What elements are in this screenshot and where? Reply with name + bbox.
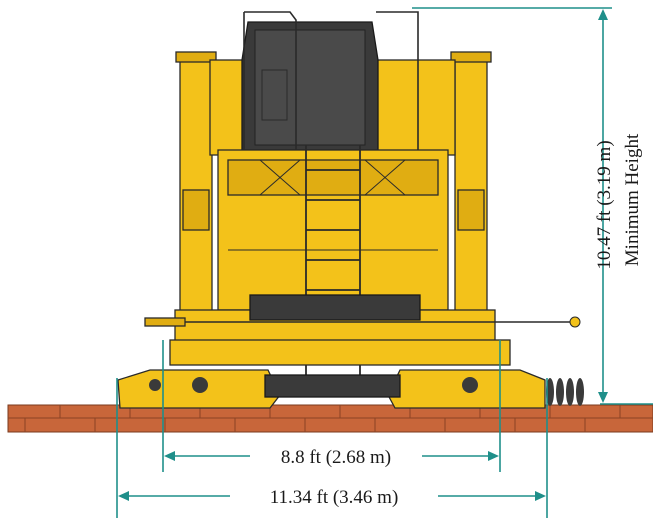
inner-width-label: 8.8 ft (2.68 m) bbox=[281, 447, 391, 468]
center-track bbox=[264, 374, 401, 398]
height-caption-label: Minimum Height bbox=[622, 133, 643, 266]
outer-width-label: 11.34 ft (3.46 m) bbox=[270, 487, 399, 508]
dimension-lines bbox=[116, 7, 653, 518]
ground-brick-strip bbox=[7, 404, 653, 433]
paver-machine bbox=[117, 11, 584, 409]
height-value-label: 10.47 ft (3.19 m) bbox=[594, 140, 615, 269]
auger bbox=[546, 378, 584, 406]
